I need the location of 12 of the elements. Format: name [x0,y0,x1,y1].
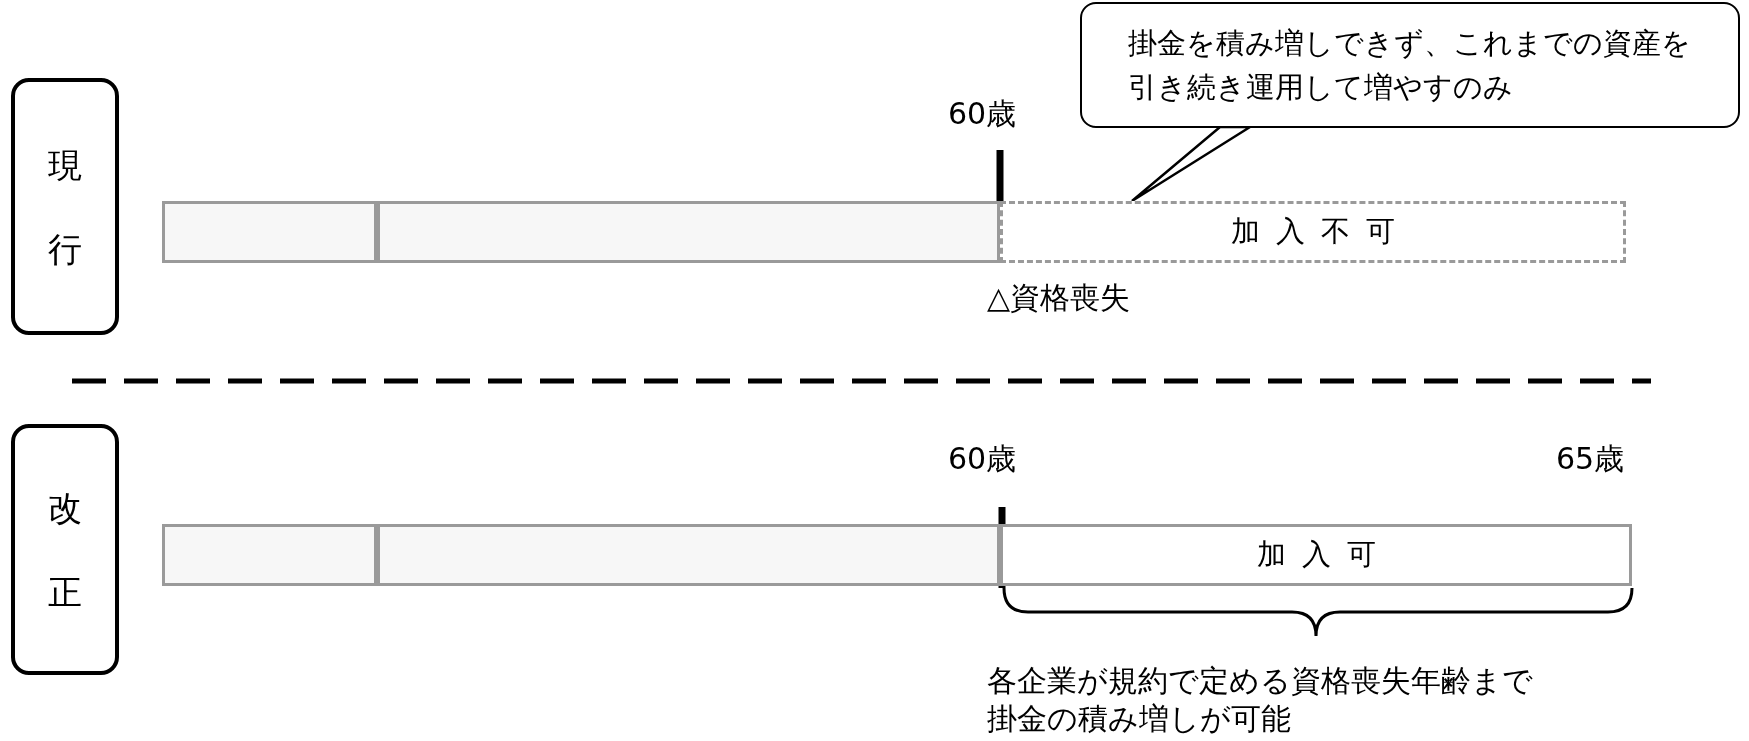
timeline-bar-segment [162,524,377,586]
timeline-bar-segment [377,201,1000,263]
timeline-bar-segment [377,524,1000,586]
timeline-bar-segment [162,201,377,263]
row-label-box: 改正 [11,424,119,675]
age-label: 60歳 [948,440,1017,478]
age-label: 65歳 [1556,440,1625,478]
note-text: 各企業が規約で定める資格喪失年齢まで掛金の積み増しが可能 [987,662,1534,738]
marker-caption: △資格喪失 [987,279,1131,317]
age-label: 60歳 [948,95,1017,133]
timeline-bar-segment: 加入可 [1000,524,1632,586]
row-label-box: 現行 [11,78,119,335]
